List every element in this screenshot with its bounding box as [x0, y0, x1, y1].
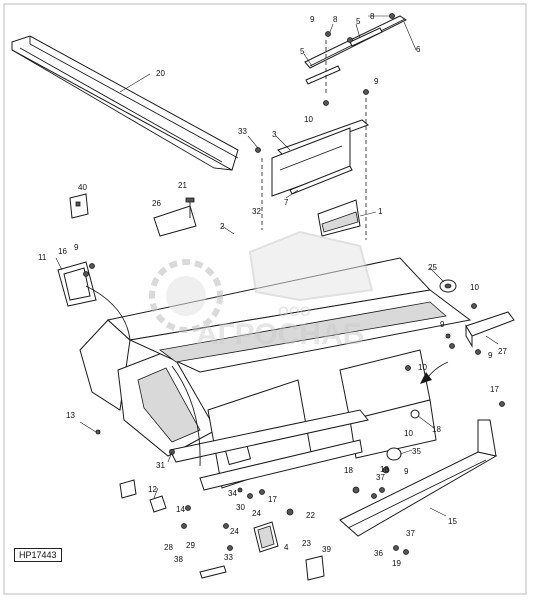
callout-39: 39: [322, 545, 331, 554]
part-strip-5: [305, 27, 383, 85]
callout-3: 3: [272, 130, 277, 139]
callout-7: 7: [284, 198, 289, 207]
callout-8: 8: [333, 15, 338, 24]
callout-9: 9: [440, 320, 445, 329]
reference-code: HP17443: [14, 548, 62, 562]
callout-28: 28: [164, 543, 173, 552]
part-channel-20: [11, 35, 239, 171]
callout-2: 2: [220, 222, 225, 231]
callout-18: 18: [432, 425, 441, 434]
part-pin-38: [199, 565, 227, 579]
callout-9: 9: [488, 351, 493, 360]
part-fitting-35: [386, 447, 402, 461]
callout-8: 8: [370, 12, 375, 21]
callout-30: 30: [236, 503, 245, 512]
part-bolt-21: [185, 197, 195, 218]
part-gasket-11: [57, 261, 97, 307]
callout-17: 17: [490, 385, 499, 394]
callout-10: 10: [418, 363, 427, 372]
callout-9: 9: [404, 467, 409, 476]
watermark-line2: АГРОСНАБ: [196, 318, 364, 351]
part-bracket-1: [317, 199, 361, 237]
leader-lines: [55, 15, 499, 517]
cable-left: [85, 285, 131, 341]
part-bracket-3: [271, 119, 369, 197]
callout-32: 32: [252, 207, 261, 216]
callout-10: 10: [304, 115, 313, 124]
callout-19: 19: [392, 559, 401, 568]
callout-37: 37: [376, 473, 385, 482]
arrow-head: [420, 372, 432, 384]
callout-9: 9: [374, 77, 379, 86]
part-bracket-27: [465, 311, 515, 348]
cable-right: [171, 365, 201, 467]
callout-23: 23: [302, 539, 311, 548]
callout-10: 10: [470, 283, 479, 292]
callout-35: 35: [412, 447, 421, 456]
callout-29: 29: [186, 541, 195, 550]
callout-38: 38: [174, 555, 183, 564]
callout-18: 18: [380, 465, 389, 474]
callout-16: 16: [58, 247, 67, 256]
callout-5: 5: [356, 17, 361, 26]
callout-18: 18: [344, 466, 353, 475]
part-main-frame: [79, 257, 472, 491]
callout-10: 10: [404, 429, 413, 438]
part-knob-25: [439, 279, 457, 293]
callout-24: 24: [230, 527, 239, 536]
callout-34: 34: [228, 489, 237, 498]
outer-border: [3, 3, 527, 595]
callout-14: 14: [176, 505, 185, 514]
callout-27: 27: [498, 347, 507, 356]
callout-11: 11: [38, 253, 47, 262]
callout-6: 6: [416, 45, 421, 54]
callout-20: 20: [156, 69, 165, 78]
callout-13: 13: [66, 411, 75, 420]
callout-31: 31: [156, 461, 165, 470]
callout-36: 36: [374, 549, 383, 558]
watermark-line1: ООО: [278, 303, 311, 319]
part-clip-40: [69, 193, 89, 219]
part-rail-15: [339, 419, 498, 537]
part-plate-4: [253, 521, 279, 553]
callout-33: 33: [238, 127, 247, 136]
part-clamp-12: [119, 479, 167, 513]
callout-17: 17: [268, 495, 277, 504]
callout-12: 12: [148, 485, 157, 494]
callout-33: 33: [224, 553, 233, 562]
callout-25: 25: [428, 263, 437, 272]
callout-1: 1: [378, 207, 383, 216]
bolts-top: [323, 13, 395, 106]
part-bracket-26: [153, 205, 197, 237]
callout-24: 24: [252, 509, 261, 518]
callout-5: 5: [300, 47, 305, 56]
callout-26: 26: [152, 199, 161, 208]
callout-9: 9: [310, 15, 315, 24]
watermark-logo: ООО АГРОСНАБ: [149, 230, 374, 351]
callout-9: 9: [74, 243, 79, 252]
callout-22: 22: [306, 511, 315, 520]
callout-15: 15: [448, 517, 457, 526]
callout-21: 21: [178, 181, 187, 190]
callout-4: 4: [284, 543, 289, 552]
callout-40: 40: [78, 183, 87, 192]
hardware-dots: [83, 147, 505, 555]
part-clip-39: [305, 555, 325, 581]
part-bolts-18: [352, 409, 420, 494]
callout-37: 37: [406, 529, 415, 538]
